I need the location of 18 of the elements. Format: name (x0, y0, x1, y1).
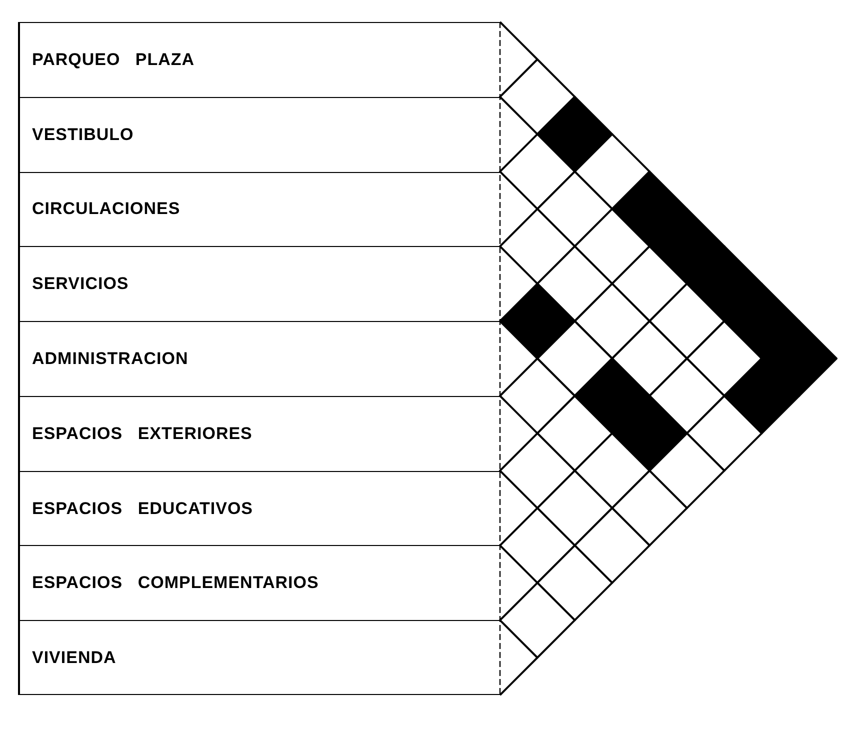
row-label-box (18, 396, 500, 471)
row-label-box (18, 620, 500, 695)
row-label: VIVIENDA (32, 648, 116, 668)
row-label-box (18, 470, 500, 546)
row-label-box (18, 172, 500, 246)
row-label: PARQUEO PLAZA (32, 50, 195, 70)
row-label: ADMINISTRACION (32, 348, 188, 369)
row-label-box (18, 246, 500, 322)
row-label: ESPACIOS EDUCATIVOS (32, 498, 254, 519)
row-label-box (18, 321, 500, 396)
row-label-box (18, 96, 500, 172)
row-label-box (18, 22, 500, 97)
row-label: ESPACIOS EXTERIORES (32, 424, 252, 444)
row-label: ESPACIOS COMPLEMENTARIOS (32, 573, 319, 594)
row-label: SERVICIOS (32, 274, 129, 294)
row-label: VESTIBULO (32, 124, 134, 145)
row-label-box (18, 545, 500, 620)
row-label: CIRCULACIONES (32, 199, 180, 220)
